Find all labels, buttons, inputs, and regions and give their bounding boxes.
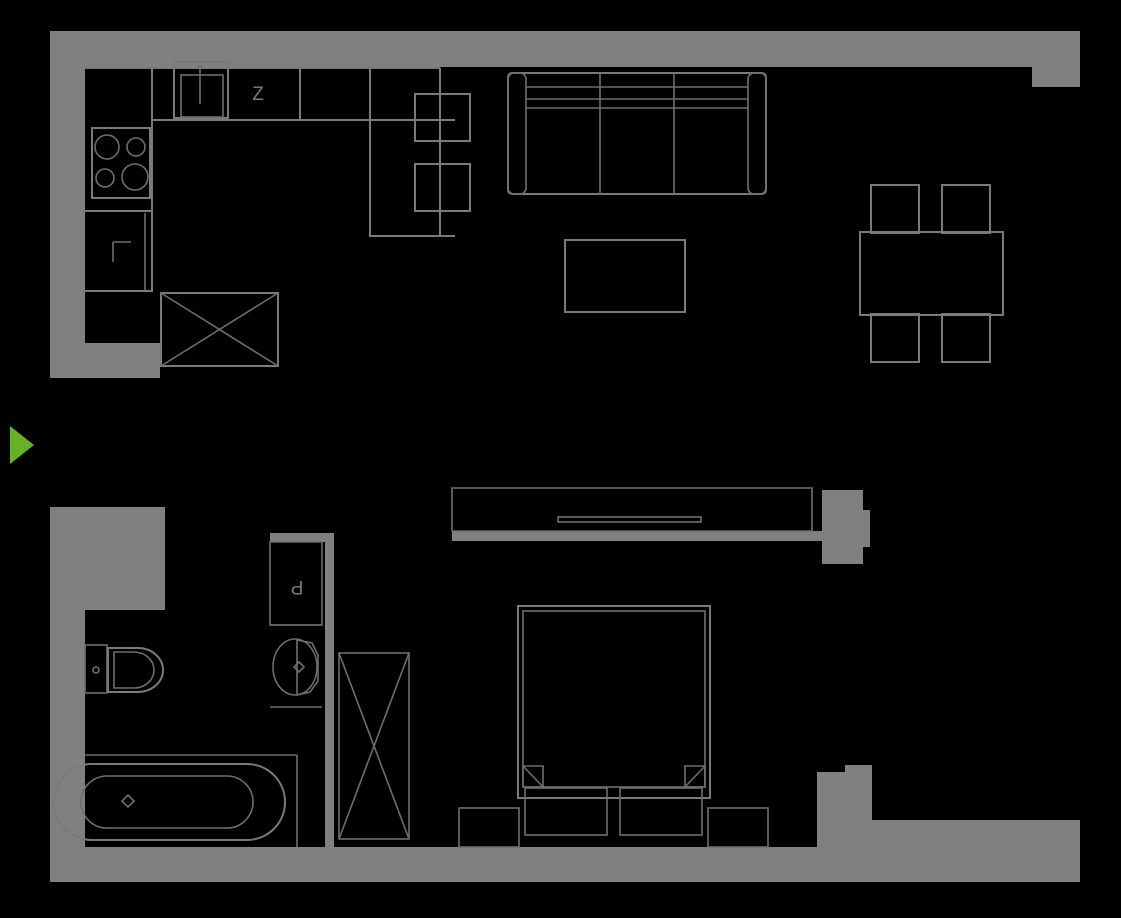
toilet-bowl: [107, 647, 164, 693]
bed-pillow-right: [684, 765, 706, 788]
kitchen-counter-right: [369, 68, 455, 237]
dining-chair-top-left: [870, 184, 920, 234]
washbasin: [270, 624, 322, 708]
shower-door-hatch-outline: [338, 652, 410, 840]
dining-chair-bottom-right: [941, 313, 991, 363]
wall-bottom: [50, 847, 1080, 882]
dining-set: [859, 184, 1004, 363]
wall-bedroom-door-jamb: [822, 490, 870, 564]
cooktop-outline: [91, 127, 151, 199]
dishwasher-label: Z: [252, 84, 264, 105]
toilet: [84, 644, 164, 694]
window-hatch-outline: [160, 292, 279, 367]
washbasin-drain-icon: [292, 660, 306, 674]
bathtub-outline: [53, 763, 286, 841]
walls-lower: [50, 490, 1080, 882]
washing-machine-label: P: [291, 576, 304, 597]
bathtub: [53, 754, 298, 847]
wardrobe-outline: [451, 487, 813, 532]
shower-door-hatch-cross: [338, 652, 410, 840]
double-bed: [517, 605, 711, 799]
wardrobe: [451, 487, 813, 532]
armchair-lower: [414, 163, 471, 212]
walls-upper: [50, 31, 1080, 378]
toilet-seat: [113, 651, 155, 689]
sofa-armrest-left: [507, 72, 527, 195]
cooktop-burner-medium: [126, 137, 146, 157]
wall-left-upper: [50, 31, 85, 378]
bed-outline: [517, 605, 711, 799]
dining-chair-top-right: [941, 184, 991, 234]
wardrobe-rail: [557, 516, 702, 523]
wall-kitchen-base: [50, 343, 160, 378]
wall-bathroom-top: [50, 507, 165, 542]
washbasin-bowl-outer: [272, 638, 318, 696]
kitchen-sink-outer: [173, 61, 229, 119]
nightstand-left: [524, 787, 608, 836]
bedroom-group: [451, 487, 813, 848]
view-direction-arrow[interactable]: [10, 426, 34, 464]
bed-mattress: [522, 610, 706, 788]
bathtub-drain-icon: [120, 793, 136, 809]
sofa: [507, 72, 767, 195]
nightstand-right: [619, 787, 703, 836]
wall-top: [50, 31, 1080, 87]
washbasin-bowl-inner: [296, 639, 319, 697]
coffee-table: [564, 239, 686, 313]
toilet-flush-icon: [92, 666, 100, 674]
wall-bathroom-right: [325, 540, 334, 847]
sofa-back-cushion-dividers: [599, 73, 675, 108]
dining-table: [859, 231, 1004, 316]
cooktop-burner-small: [95, 168, 115, 188]
bed-corner-folds: [522, 765, 706, 788]
wall-bathroom-partition-top: [270, 533, 334, 542]
bathroom-group: P: [53, 541, 410, 847]
armchair-upper: [414, 93, 471, 142]
sofa-armrest-right: [747, 72, 767, 195]
window-hatch-cross: [160, 292, 279, 367]
fridge-corner-icon: [112, 241, 131, 262]
bench-right: [707, 807, 769, 848]
wall-bathroom-left: [50, 542, 165, 610]
wall-bedroom-top: [452, 531, 822, 541]
kitchen-faucet-icon: [197, 65, 203, 104]
kitchen-sink-basin: [180, 74, 224, 118]
cooktop-burner-large-2: [121, 163, 149, 191]
bench-left: [458, 807, 520, 848]
dining-chair-bottom-left: [870, 313, 920, 363]
kitchen-counter-left: [85, 67, 153, 292]
cooktop-burner-large-1: [94, 134, 120, 160]
bathtub-inner: [80, 775, 254, 829]
living-room-group: [414, 72, 1004, 363]
kitchen-group: Z: [85, 61, 455, 367]
wall-bottom-right: [845, 820, 1080, 847]
